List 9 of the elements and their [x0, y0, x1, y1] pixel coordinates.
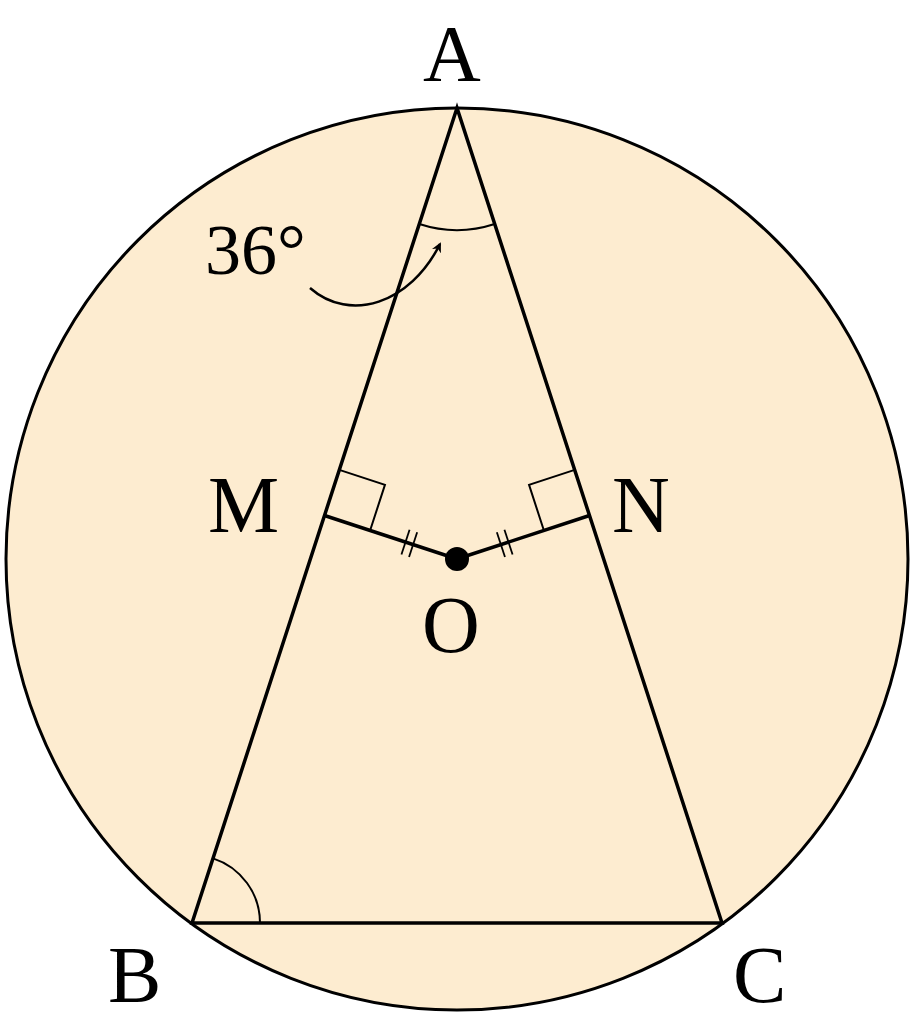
leader-arrow: [309, 242, 442, 307]
angle-label: 36°: [205, 214, 306, 286]
point-label: B: [108, 935, 162, 1015]
point-label: C: [733, 935, 787, 1015]
point-label: M: [208, 465, 280, 545]
point-label: N: [612, 465, 670, 545]
angle-arc: [418, 223, 496, 231]
point-label: O: [422, 585, 480, 665]
point-label: A: [423, 14, 481, 94]
